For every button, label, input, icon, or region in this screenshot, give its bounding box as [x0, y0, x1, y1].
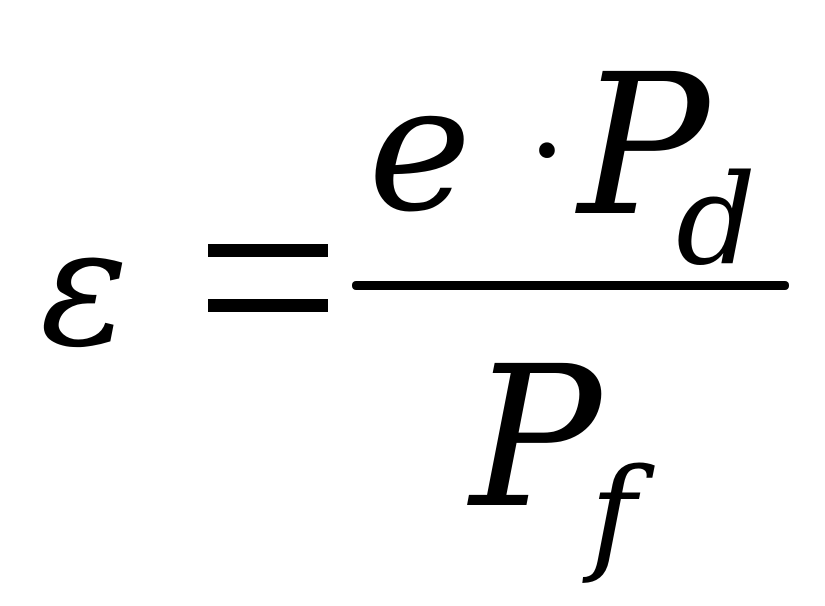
equals-bar-top: [208, 244, 328, 257]
numerator-p: P: [578, 32, 710, 259]
fraction-bar: [352, 281, 789, 290]
multiplication-dot: ·: [528, 82, 567, 221]
numerator-subscript-d: d: [676, 148, 757, 293]
denominator-subscript-f: f: [590, 442, 637, 587]
equals-bar-bottom: [208, 299, 328, 312]
numerator-e: e: [368, 48, 472, 251]
equals-sign: [208, 244, 328, 312]
epsilon-symbol: ε: [40, 191, 129, 383]
denominator-p: P: [470, 324, 602, 551]
